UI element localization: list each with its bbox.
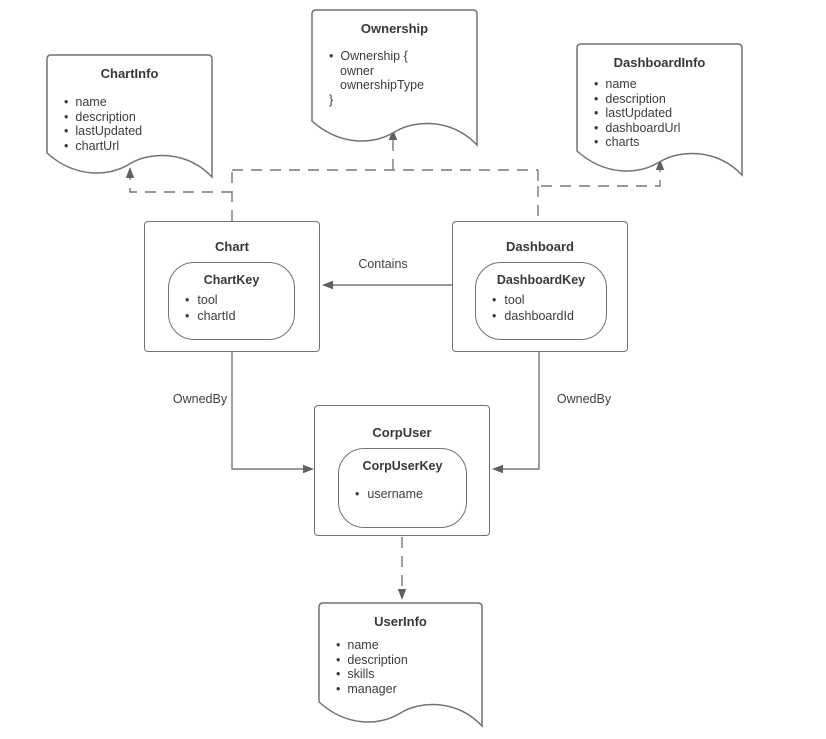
userinfo-field-list: name description skills manager: [319, 638, 482, 696]
ownership-shape: [311, 9, 478, 147]
arrow-up-ownership-icon: [388, 129, 398, 140]
dashboardinfo-title: DashboardInfo: [613, 55, 706, 70]
dashboardkey-field: dashboardId: [492, 308, 606, 324]
dashboardinfo-field: dashboardUrl: [594, 121, 742, 136]
dashboardkey-field-list: tool dashboardId: [476, 292, 606, 324]
chart-entity-title: Chart: [215, 239, 249, 254]
corpuser-entity-title: CorpUser: [372, 425, 432, 440]
chartinfo-title: ChartInfo: [100, 66, 159, 81]
chartinfo-field: chartUrl: [64, 139, 212, 154]
edge-ownedby-left: [231, 352, 303, 470]
edge-chart-chartinfo: [129, 178, 232, 193]
chartinfo-document: ChartInfo name description lastUpdated c…: [46, 54, 213, 179]
corpuserkey-field: username: [355, 486, 466, 502]
chartkey-field-list: tool chartId: [169, 292, 294, 324]
dashboardinfo-field: lastUpdated: [594, 106, 742, 121]
ownedby-left-edge-label: OwnedBy: [169, 392, 231, 406]
userinfo-title: UserInfo: [374, 614, 427, 629]
chartkey-field: tool: [185, 292, 294, 308]
ownership-title: Ownership: [360, 21, 429, 36]
dashboard-entity: Dashboard DashboardKey tool dashboardId: [452, 221, 628, 352]
edge-dashboard-dashboardinfo: [537, 170, 661, 187]
edge-ownedby-right: [503, 352, 540, 470]
ownership-document: Ownership Ownership { owner ownershipTyp…: [311, 9, 478, 147]
chartinfo-field: description: [64, 110, 212, 125]
userinfo-document: UserInfo name description skills manager: [318, 602, 483, 728]
ownership-field-list: Ownership { owner ownershipType }: [312, 49, 477, 107]
dashboardinfo-field: charts: [594, 135, 742, 150]
ownedby-right-edge-label: OwnedBy: [553, 392, 615, 406]
dashboardkey-shape: DashboardKey tool dashboardId: [475, 262, 607, 340]
dashboardinfo-field-list: name description lastUpdated dashboardUr…: [577, 77, 742, 150]
chartinfo-field: name: [64, 95, 212, 110]
dashboardkey-title: DashboardKey: [496, 273, 586, 287]
corpuserkey-title: CorpUserKey: [362, 459, 443, 473]
userinfo-field: name: [336, 638, 482, 653]
ownership-line: Ownership {: [329, 49, 477, 64]
chartinfo-field-list: name description lastUpdated chartUrl: [47, 95, 212, 153]
arrow-up-chartinfo-icon: [125, 167, 135, 178]
userinfo-field: manager: [336, 682, 482, 697]
userinfo-field: skills: [336, 667, 482, 682]
userinfo-field: description: [336, 653, 482, 668]
ownership-line: }: [329, 92, 334, 107]
chartkey-title: ChartKey: [203, 273, 260, 287]
arrow-right-ownedby-icon: [303, 464, 314, 474]
dashboardkey-field: tool: [492, 292, 606, 308]
arrow-left-ownedby-icon: [492, 464, 503, 474]
dashboardinfo-field: name: [594, 77, 742, 92]
contains-edge-label: Contains: [355, 257, 411, 271]
ownership-line: owner: [340, 63, 375, 78]
arrow-up-dashboardinfo-icon: [655, 159, 665, 170]
dashboard-entity-title: Dashboard: [506, 239, 574, 254]
corpuserkey-shape: CorpUserKey username: [338, 448, 467, 528]
arrow-down-userinfo-icon: [397, 589, 407, 600]
chart-entity: Chart ChartKey tool chartId: [144, 221, 320, 352]
dashboardinfo-document: DashboardInfo name description lastUpdat…: [576, 43, 743, 177]
corpuserkey-field-list: username: [339, 486, 466, 502]
corpuser-entity: CorpUser CorpUserKey username: [314, 405, 490, 536]
ownership-line: ownershipType: [340, 78, 425, 93]
chartkey-field: chartId: [185, 308, 294, 324]
dashboardinfo-field: description: [594, 92, 742, 107]
arrow-left-contains-icon: [322, 280, 333, 290]
chartkey-shape: ChartKey tool chartId: [168, 262, 295, 340]
chartinfo-field: lastUpdated: [64, 124, 212, 139]
